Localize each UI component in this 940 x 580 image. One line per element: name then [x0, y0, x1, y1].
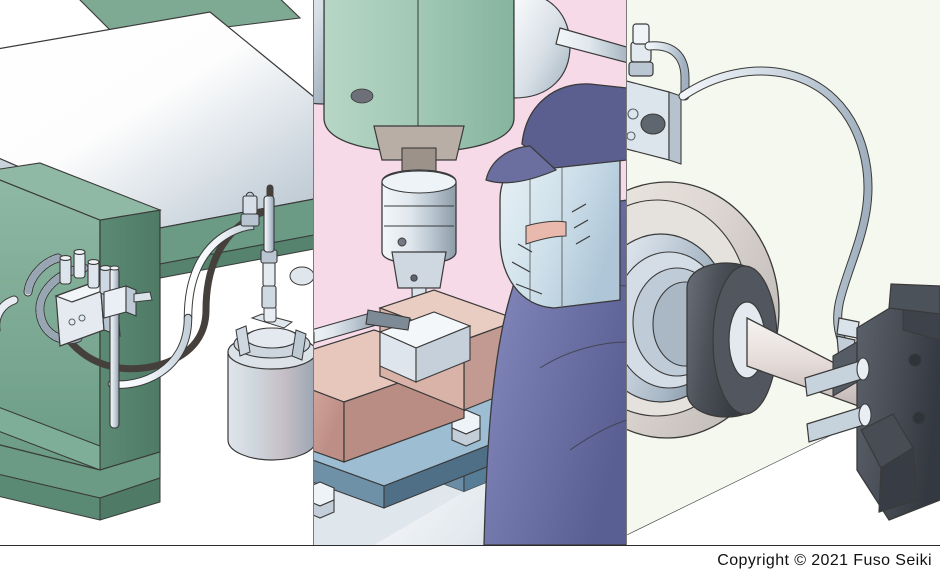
long-coolant-tube	[678, 66, 873, 357]
operator-face-shield	[499, 145, 621, 309]
machine-base-rails	[0, 407, 161, 521]
mist-nozzle	[314, 309, 411, 345]
footer-rule	[0, 545, 940, 546]
panel-divider-2	[626, 0, 627, 545]
turret-cutting-tool	[860, 413, 918, 513]
panel-divider-1	[313, 0, 314, 545]
operator-figure	[483, 83, 627, 545]
drill-press-head	[323, 0, 515, 153]
operator-cap	[485, 83, 627, 184]
hex-clamp-bolt	[314, 481, 335, 519]
bracket-fitting	[628, 23, 690, 101]
workpiece-block	[314, 289, 521, 463]
drill-chuck	[373, 125, 465, 289]
panel-circular-saw-machine	[0, 0, 314, 545]
pressure-tank	[227, 195, 314, 461]
tool-turret	[832, 283, 940, 521]
three-panel-illustration	[0, 0, 940, 545]
footer: Copyright © 2021 Fuso Seiki	[0, 545, 940, 580]
panel-lathe-turning-operation	[627, 0, 940, 545]
nozzle-mount-bracket	[627, 80, 682, 165]
feed-handle-arm	[555, 27, 627, 64]
spindle-hub-left	[314, 0, 374, 105]
clamp-bracket	[103, 285, 153, 319]
turret-clamp-bolts	[804, 357, 872, 443]
panel-drill-press-operation	[314, 0, 627, 545]
copyright-text: Copyright © 2021 Fuso Seiki	[717, 552, 932, 569]
tube-fitting	[240, 195, 260, 227]
